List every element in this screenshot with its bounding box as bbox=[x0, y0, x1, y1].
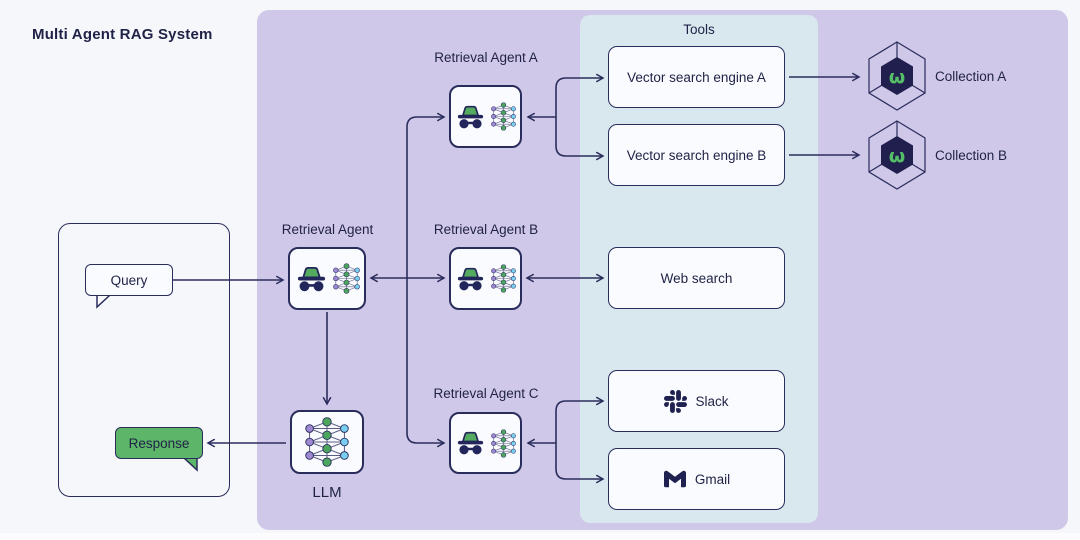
query-bubble: Query bbox=[85, 264, 173, 296]
incognito-agent-icon bbox=[455, 266, 486, 292]
retrieval-agent-label: Retrieval Agent bbox=[281, 222, 374, 237]
incognito-agent-icon bbox=[295, 265, 328, 293]
llm-label: LLM bbox=[312, 484, 342, 501]
gmail-node: Gmail bbox=[608, 448, 785, 510]
page-title: Multi Agent RAG System bbox=[32, 26, 213, 43]
retrieval-agent-a-node bbox=[449, 85, 522, 148]
neural-network-icon bbox=[333, 263, 360, 294]
slack-node: Slack bbox=[608, 370, 785, 432]
web-search-label: Web search bbox=[660, 270, 733, 286]
vector-search-b-label: Vector search engine B bbox=[626, 147, 767, 163]
neural-network-icon bbox=[305, 417, 349, 467]
vector-search-b-node: Vector search engine B bbox=[608, 124, 785, 186]
vector-search-a-node: Vector search engine A bbox=[608, 46, 785, 108]
retrieval-agent-a-label: Retrieval Agent A bbox=[434, 50, 538, 65]
collection-b-label: Collection B bbox=[935, 148, 1008, 163]
neural-network-icon bbox=[491, 102, 516, 131]
incognito-agent-icon bbox=[455, 104, 486, 130]
gmail-label: Gmail bbox=[694, 471, 731, 487]
response-label: Response bbox=[128, 435, 190, 451]
neural-network-icon bbox=[491, 264, 516, 293]
query-label: Query bbox=[110, 272, 148, 288]
slack-label: Slack bbox=[695, 393, 729, 409]
vector-search-a-label: Vector search engine A bbox=[627, 69, 766, 85]
retrieval-agent-c-node bbox=[449, 412, 522, 474]
llm-node bbox=[290, 410, 364, 474]
gmail-icon bbox=[663, 468, 687, 490]
web-search-node: Web search bbox=[608, 247, 785, 309]
incognito-agent-icon bbox=[455, 430, 486, 456]
retrieval-agent-b-node bbox=[449, 247, 522, 310]
slack-icon bbox=[664, 390, 687, 413]
user-container bbox=[58, 223, 230, 497]
bottom-strip bbox=[0, 533, 1080, 540]
retrieval-agent-c-label: Retrieval Agent C bbox=[433, 386, 539, 401]
retrieval-agent-node bbox=[288, 247, 366, 310]
tools-panel-label: Tools bbox=[683, 22, 715, 37]
neural-network-icon bbox=[491, 429, 516, 458]
collection-a-label: Collection A bbox=[935, 69, 1007, 84]
retrieval-agent-b-label: Retrieval Agent B bbox=[433, 222, 539, 237]
response-bubble: Response bbox=[115, 427, 203, 459]
